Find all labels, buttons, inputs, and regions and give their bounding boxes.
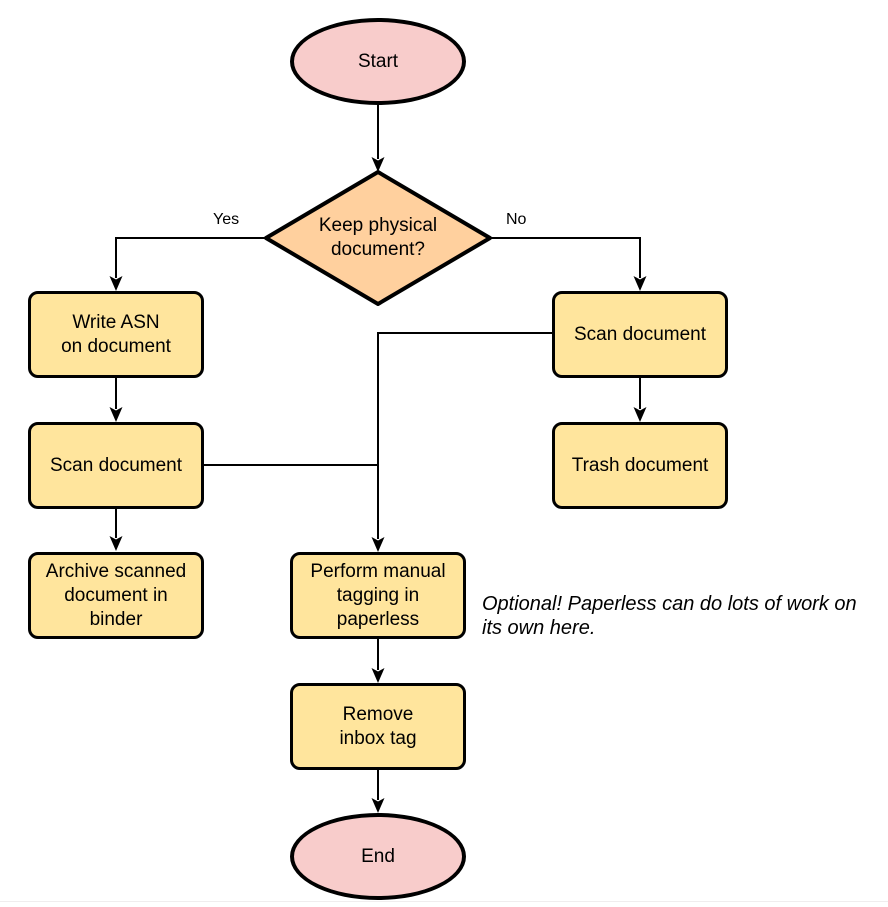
node-label-line: Write ASN xyxy=(72,311,160,333)
node-label-line: Perform manual xyxy=(310,560,446,582)
arrowhead xyxy=(633,407,647,422)
node-archive-binder: Archive scanned document in binder xyxy=(28,552,204,639)
node-label-line: inbox tag xyxy=(339,727,417,749)
annotation-optional-note: Optional! Paperless can do lots of work … xyxy=(482,592,888,640)
arrowhead xyxy=(109,276,123,291)
annotation-line: its own here. xyxy=(482,617,596,639)
node-label-line: document in xyxy=(64,584,168,606)
node-decision-label: Keep physical document? xyxy=(288,214,468,262)
node-start-label: Start xyxy=(357,50,399,72)
decision-label-line: Keep physical xyxy=(318,215,438,236)
node-manual-tagging: Perform manual tagging in paperless xyxy=(290,552,466,639)
node-label-line: binder xyxy=(89,608,143,630)
node-start: Start xyxy=(290,18,466,105)
decision-label-line: document? xyxy=(330,239,425,260)
node-label-line: on document xyxy=(61,335,171,357)
arrowhead xyxy=(633,276,647,291)
arrowhead xyxy=(371,668,385,683)
arrowhead xyxy=(371,798,385,813)
edge-scanright-to-tagging xyxy=(377,332,552,539)
edge-label-yes: Yes xyxy=(213,211,240,228)
node-label-line: Remove xyxy=(342,703,414,725)
node-write-asn: Write ASN on document xyxy=(28,291,204,378)
node-label-line: Scan document xyxy=(573,323,707,345)
node-label-line: Archive scanned xyxy=(45,560,187,582)
edge-decision-no xyxy=(490,237,641,278)
node-label-line: tagging in xyxy=(336,584,420,606)
node-label-line: paperless xyxy=(336,608,420,630)
node-end: End xyxy=(290,813,466,900)
edge-decision-yes xyxy=(115,237,266,278)
arrowhead xyxy=(109,536,123,551)
node-trash-document: Trash document xyxy=(552,422,728,509)
arrowhead xyxy=(109,407,123,422)
annotation-line: Optional! Paperless can do lots of work … xyxy=(482,593,857,615)
arrowhead xyxy=(371,157,385,172)
bottom-divider-line xyxy=(0,901,888,902)
node-label-line: Trash document xyxy=(571,454,709,476)
node-scan-document-left: Scan document xyxy=(28,422,204,509)
node-end-label: End xyxy=(361,845,395,867)
decision-diamond-shape xyxy=(264,170,492,306)
edge-label-no: No xyxy=(506,211,527,228)
node-scan-document-right: Scan document xyxy=(552,291,728,378)
node-remove-inbox-tag: Remove inbox tag xyxy=(290,683,466,770)
node-label-line: Scan document xyxy=(49,454,183,476)
arrowhead xyxy=(371,537,385,552)
